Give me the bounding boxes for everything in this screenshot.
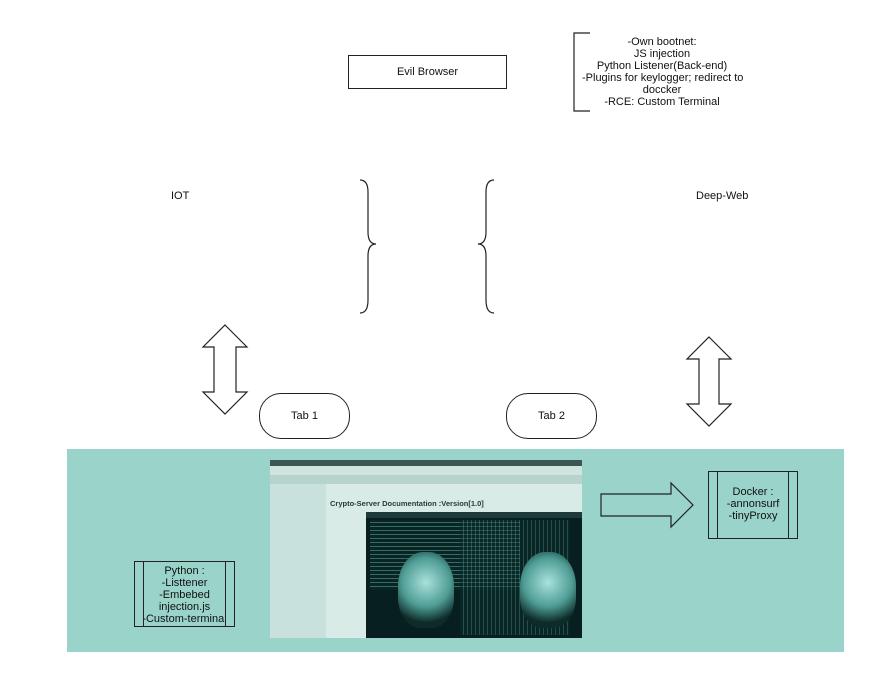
screenshot-doc-title: Crypto-Server Documentation :Version[1.0… xyxy=(330,499,484,508)
docker-line: Docker : xyxy=(732,486,774,498)
python-line: -Custom-terminal xyxy=(142,613,227,625)
deep-web-double-arrow xyxy=(685,336,733,427)
notes-line: -Plugins for keylogger; redirect to xyxy=(582,72,744,84)
python-box: Python : -Listtener -Embebed injection.j… xyxy=(134,561,235,627)
screenshot-sidebar xyxy=(270,484,326,638)
evil-browser-label: Evil Browser xyxy=(396,66,459,78)
evil-browser-box: Evil Browser xyxy=(348,55,507,89)
python-line: injection.js xyxy=(158,601,211,613)
iot-double-arrow xyxy=(201,324,249,415)
notes-line: doccker xyxy=(642,84,682,96)
docker-line: -tinyProxy xyxy=(728,510,778,522)
notes-line: -RCE: Custom Terminal xyxy=(604,96,720,108)
tab-2-label: Tab 2 xyxy=(538,410,565,422)
screenshot-urlbar xyxy=(270,466,582,475)
deep-web-label: Deep-Web xyxy=(696,190,749,202)
tab-1-label: Tab 1 xyxy=(291,410,318,422)
screenshot-terminal-bar xyxy=(366,512,582,518)
tab-2: Tab 2 xyxy=(506,393,597,439)
docker-box: Docker : -annonsurf -tinyProxy xyxy=(708,471,798,539)
skull-image-left xyxy=(398,552,454,628)
tab-1: Tab 1 xyxy=(259,393,350,439)
iot-label: IOT xyxy=(171,190,190,202)
screenshot-titlebar xyxy=(270,460,582,466)
skull-image-right xyxy=(520,552,576,628)
docker-line: -annonsurf xyxy=(726,498,780,510)
left-brace xyxy=(477,179,495,314)
python-line: -Embebed xyxy=(159,589,210,601)
right-arrow-shape xyxy=(600,481,694,529)
python-line: Python : xyxy=(164,565,205,577)
browser-screenshot-image: Crypto-Server Documentation :Version[1.0… xyxy=(270,460,582,638)
notes-text: -Own bootnet: JS injection Python Listen… xyxy=(582,36,744,108)
python-line: -Listtener xyxy=(161,577,208,589)
notes-line: -Own bootnet: xyxy=(627,36,697,48)
notes-line: JS injection xyxy=(633,48,691,60)
notes-line: Python Listener(Back-end) xyxy=(596,60,728,72)
screenshot-tabs xyxy=(270,475,582,484)
right-brace xyxy=(359,179,377,314)
